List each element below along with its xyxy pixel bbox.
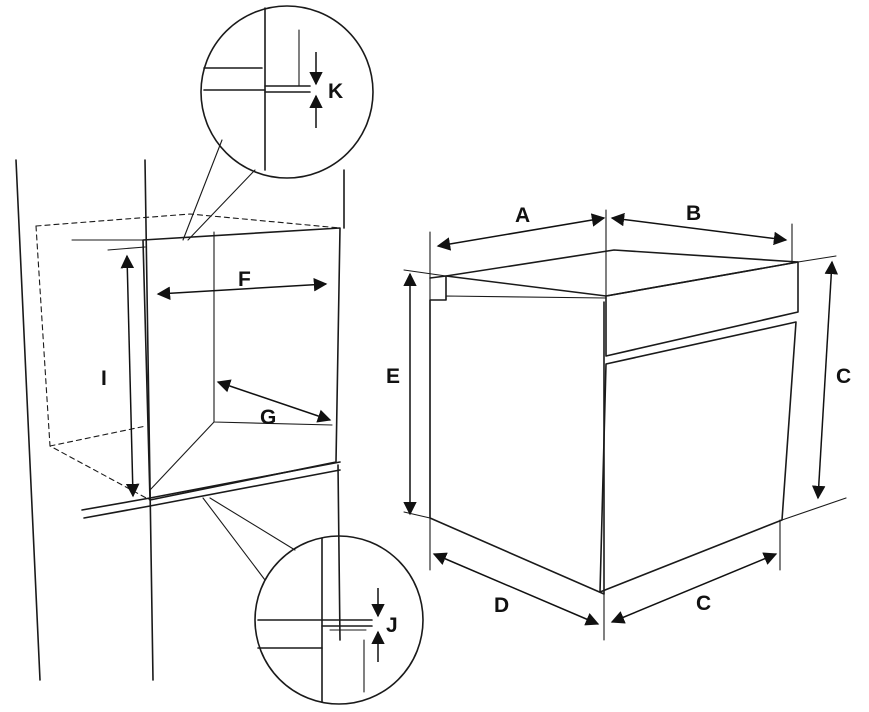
label-I: I <box>101 367 107 390</box>
oven-side-top-edge <box>445 295 607 301</box>
callout-K-leader-right <box>187 169 256 241</box>
cabinet-lower-right-edge <box>337 464 341 641</box>
niche-top-inner-line <box>107 246 146 251</box>
dimension-D-line <box>432 552 600 626</box>
niche-floor-edge <box>149 421 215 491</box>
dimension-G-line <box>216 379 332 423</box>
ext-E-bottom <box>403 511 431 519</box>
dimension-A-line <box>436 213 606 251</box>
detail-callout-K: K <box>182 5 374 241</box>
niche-side-dashed <box>35 225 151 501</box>
callout-J-leader-left <box>202 497 266 581</box>
label-G: G <box>260 406 276 429</box>
ext-C-bottom <box>781 497 847 521</box>
cabinet-front-edge <box>144 159 154 681</box>
dimension-F-line <box>156 277 328 301</box>
dimension-I-line <box>120 254 140 498</box>
callout-K-leader-left <box>182 139 223 241</box>
oven: A B C E D C <box>386 202 851 641</box>
label-D: D <box>494 594 509 617</box>
oven-control-panel <box>605 261 799 357</box>
niche-back-corner <box>213 231 333 426</box>
label-K: K <box>328 80 343 103</box>
ext-E-top <box>403 269 447 277</box>
callout-K-circle <box>200 5 374 179</box>
label-J: J <box>386 614 398 637</box>
oven-side-face <box>429 275 605 595</box>
callout-J-leader-right <box>209 497 296 551</box>
oven-door <box>599 321 797 593</box>
cabinet-niche: F G I <box>15 159 345 681</box>
label-F: F <box>238 268 251 291</box>
dimension-B-line <box>610 212 788 246</box>
cabinet-left-edge <box>15 159 41 681</box>
detail-callout-J: J <box>202 497 424 705</box>
label-C-right: C <box>836 365 851 388</box>
dimension-C-right-line <box>811 260 839 500</box>
label-A: A <box>515 204 530 227</box>
oven-top-face <box>445 249 799 297</box>
niche-top-dashed <box>35 213 341 229</box>
label-B: B <box>686 202 701 225</box>
niche-shelf-top <box>81 461 341 511</box>
label-C-bottom: C <box>696 592 711 615</box>
callout-J-circle <box>254 535 424 705</box>
dimension-C-bottom-line <box>610 552 778 624</box>
ext-C-top <box>797 255 837 263</box>
label-E: E <box>386 365 400 388</box>
